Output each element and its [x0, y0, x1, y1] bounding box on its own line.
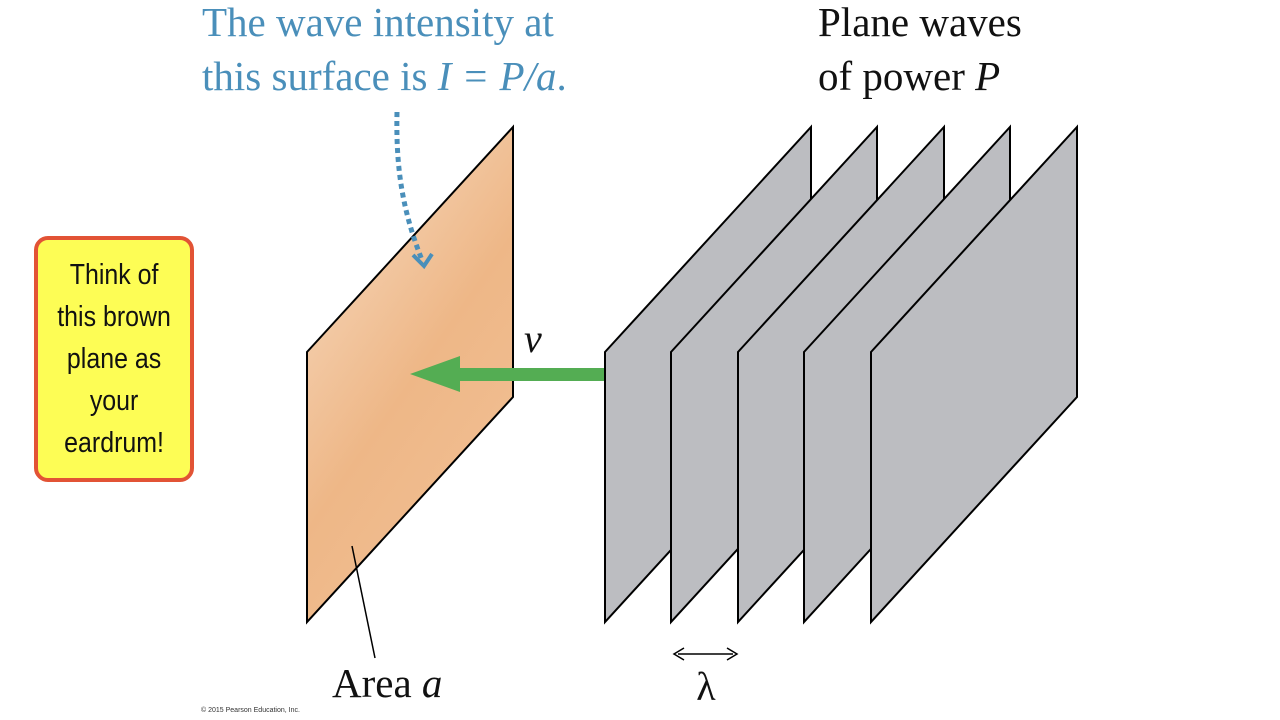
- callout-arrow-head: [411, 252, 434, 270]
- intensity-label-line2: this surface is I = P/a.: [202, 53, 567, 99]
- area-leader-line: [351, 545, 376, 659]
- plane-waves-label-line2: of power P: [818, 53, 1000, 99]
- area-label: Area a: [332, 660, 442, 706]
- receiving-surface: [306, 124, 514, 625]
- wavelength-label: λ: [696, 664, 716, 709]
- velocity-arrow-shaft: [452, 368, 608, 381]
- velocity-arrow-head: [410, 356, 460, 392]
- copyright-text: © 2015 Pearson Education, Inc.: [201, 706, 300, 714]
- wavelength-arrow-left-head: [672, 647, 685, 661]
- velocity-label: v: [524, 316, 542, 361]
- wave-plane: [870, 124, 1078, 625]
- plane-waves-label-line1: Plane waves: [818, 0, 1022, 45]
- eardrum-note-text: Think of this brown plane as your eardru…: [57, 259, 171, 459]
- intensity-label-line1: The wave intensity at: [202, 0, 554, 45]
- wavelength-arrow-right-head: [726, 647, 739, 661]
- eardrum-note-box: Think of this brown plane as your eardru…: [34, 236, 194, 482]
